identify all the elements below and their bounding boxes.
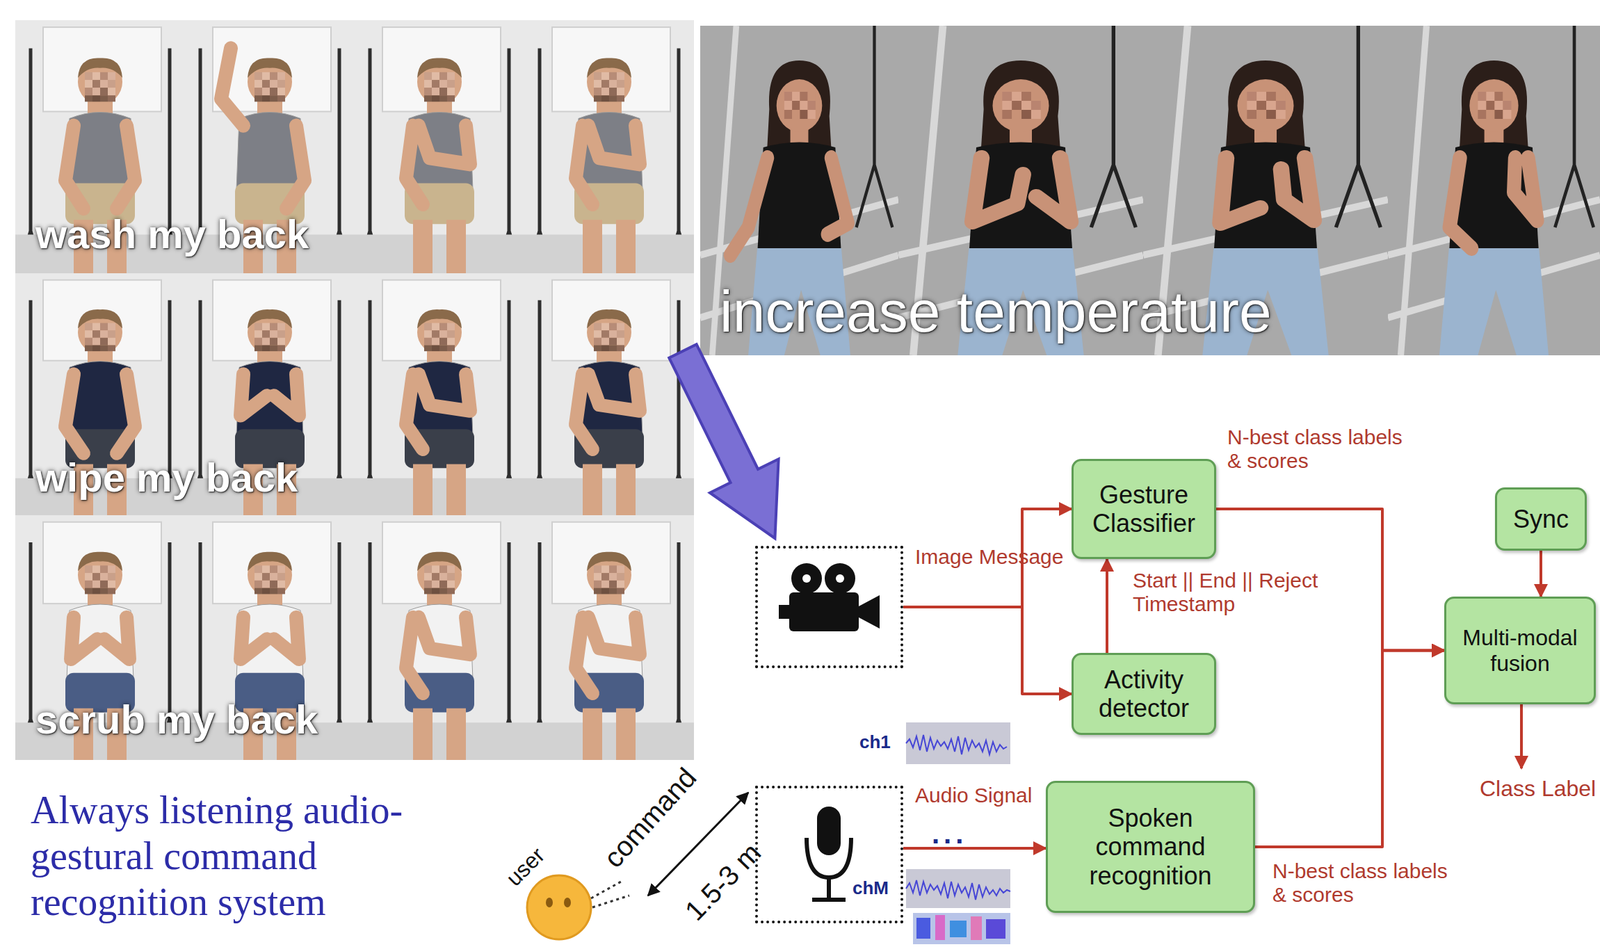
caption: Always listening audio-gestural command … bbox=[30, 787, 476, 925]
connector bbox=[903, 508, 1072, 608]
block-arrow bbox=[648, 334, 810, 556]
waveform bbox=[906, 722, 1011, 765]
connector bbox=[903, 846, 1046, 850]
block-arrow-shape bbox=[648, 334, 810, 556]
box-label: Activity detector bbox=[1081, 665, 1207, 724]
annotation: Class Label bbox=[1479, 775, 1596, 802]
photo-caption: increase temperature bbox=[719, 276, 1272, 347]
annotation: ch1 bbox=[859, 731, 891, 754]
video-frame bbox=[354, 515, 525, 761]
edge-label: N-best class labels & scores bbox=[1227, 425, 1409, 473]
process-box: Gesture Classifier bbox=[1071, 458, 1217, 560]
video-frame bbox=[524, 273, 694, 516]
video-frame bbox=[354, 20, 525, 274]
connector bbox=[903, 607, 1072, 694]
speech-lines bbox=[591, 881, 630, 908]
output-arrow bbox=[1520, 704, 1523, 769]
photo-strip bbox=[700, 25, 1600, 356]
video-frame bbox=[354, 273, 525, 516]
edge-label: Start || End || Reject Timestamp bbox=[1132, 568, 1370, 617]
annotation: ... bbox=[931, 823, 968, 845]
connector bbox=[1105, 559, 1109, 653]
process-box: Sync bbox=[1495, 487, 1587, 551]
video-frame bbox=[524, 20, 694, 274]
microphone-icon bbox=[806, 806, 852, 900]
annotation: chM bbox=[852, 877, 889, 900]
process-box: Spoken command recognition bbox=[1045, 780, 1256, 913]
photo-grid bbox=[15, 20, 694, 761]
signal-label: Image Message bbox=[915, 545, 1069, 569]
video-frame bbox=[524, 515, 694, 761]
box-label: Spoken command recognition bbox=[1074, 803, 1228, 891]
annotation: 1.5-3 m bbox=[677, 835, 768, 927]
box-label: Multi-modal fusion bbox=[1453, 625, 1587, 677]
waveform bbox=[906, 869, 1011, 909]
annotation: user bbox=[500, 842, 551, 892]
edge-label: N-best class labels & scores bbox=[1272, 859, 1454, 907]
process-box: Activity detector bbox=[1071, 652, 1217, 735]
spectrogram bbox=[912, 912, 1011, 945]
signal-label: Audio Signal bbox=[915, 784, 1069, 807]
input-device-box: Audio Signal bbox=[755, 785, 904, 924]
box-label: Gesture Classifier bbox=[1081, 480, 1207, 539]
user-face bbox=[527, 875, 592, 940]
process-box: Multi-modal fusion bbox=[1444, 596, 1596, 705]
box-label: Sync bbox=[1513, 504, 1569, 534]
connector bbox=[1539, 550, 1543, 597]
input-device-box: Image Message bbox=[755, 545, 904, 669]
video-frame bbox=[1387, 25, 1600, 356]
photo-caption: scrub my back bbox=[35, 695, 318, 745]
photo-caption: wipe my back bbox=[35, 453, 298, 503]
connector bbox=[1255, 650, 1445, 848]
camera-icon bbox=[778, 563, 880, 632]
photo-caption: wash my back bbox=[35, 209, 309, 259]
annotation: command bbox=[596, 760, 703, 875]
